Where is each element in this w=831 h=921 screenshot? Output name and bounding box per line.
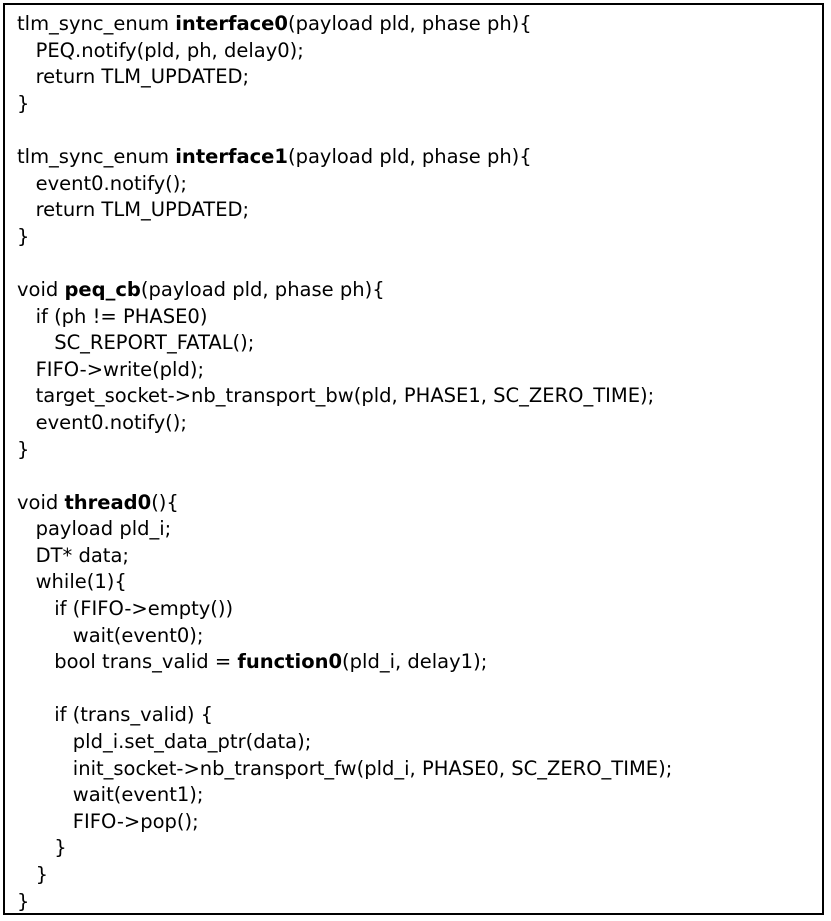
code-text: while(1){ bbox=[17, 570, 127, 594]
code-text: event0.notify(); bbox=[17, 410, 187, 434]
code-text: SC_REPORT_FATAL(); bbox=[17, 331, 255, 355]
code-line: event0.notify(); bbox=[17, 410, 822, 437]
blank-line bbox=[17, 117, 822, 144]
code-text: FIFO->pop(); bbox=[17, 809, 199, 833]
code-line: target_socket->nb_transport_bw(pld, PHAS… bbox=[17, 383, 822, 410]
code-line: if (trans_valid) { bbox=[17, 702, 822, 729]
code-line: return TLM_UPDATED; bbox=[17, 197, 822, 224]
blank-line bbox=[17, 463, 822, 490]
code-text: wait(event0); bbox=[17, 623, 204, 647]
code-line: wait(event0); bbox=[17, 623, 822, 650]
code-text: DT* data; bbox=[17, 543, 129, 567]
code-line: pld_i.set_data_ptr(data); bbox=[17, 729, 822, 756]
code-text: } bbox=[17, 91, 30, 115]
code-text: (){ bbox=[151, 490, 179, 514]
code-text: init_socket->nb_transport_fw(pld_i, PHAS… bbox=[17, 756, 673, 780]
code-line: tlm_sync_enum interface0(payload pld, ph… bbox=[17, 11, 822, 38]
code-line: if (ph != PHASE0) bbox=[17, 304, 822, 331]
code-line: void thread0(){ bbox=[17, 490, 822, 517]
code-line: DT* data; bbox=[17, 543, 822, 570]
code-line: tlm_sync_enum interface1(payload pld, ph… bbox=[17, 144, 822, 171]
code-line: } bbox=[17, 889, 822, 916]
code-text: wait(event1); bbox=[17, 783, 204, 807]
code-listing-frame: tlm_sync_enum interface0(payload pld, ph… bbox=[3, 3, 824, 915]
blank-line bbox=[17, 676, 822, 703]
code-text: (payload pld, phase ph){ bbox=[140, 277, 385, 301]
code-text: (payload pld, phase ph){ bbox=[287, 12, 532, 35]
code-line: } bbox=[17, 91, 822, 118]
code-text: if (ph != PHASE0) bbox=[17, 304, 208, 328]
code-line: } bbox=[17, 224, 822, 251]
code-text: } bbox=[17, 863, 49, 886]
code-line: FIFO->write(pld); bbox=[17, 357, 822, 384]
code-text: return TLM_UPDATED; bbox=[17, 65, 250, 89]
code-text: PEQ.notify(pld, ph, delay0); bbox=[17, 38, 304, 62]
code-text: tlm_sync_enum bbox=[17, 12, 176, 35]
code-identifier-bold: interface0 bbox=[175, 12, 288, 35]
code-identifier-bold: peq_cb bbox=[64, 277, 141, 301]
code-identifier-bold: thread0 bbox=[64, 490, 152, 514]
code-line: payload pld_i; bbox=[17, 516, 822, 543]
code-line: void peq_cb(payload pld, phase ph){ bbox=[17, 277, 822, 304]
code-text: } bbox=[17, 889, 30, 913]
code-line: init_socket->nb_transport_fw(pld_i, PHAS… bbox=[17, 756, 822, 783]
code-line: return TLM_UPDATED; bbox=[17, 64, 822, 91]
code-line: SC_REPORT_FATAL(); bbox=[17, 330, 822, 357]
code-line: } bbox=[17, 862, 822, 889]
code-text: event0.notify(); bbox=[17, 171, 187, 195]
code-line: bool trans_valid = function0(pld_i, dela… bbox=[17, 649, 822, 676]
code-line: while(1){ bbox=[17, 569, 822, 596]
code-text: if (trans_valid) { bbox=[17, 703, 214, 727]
code-text: payload pld_i; bbox=[17, 517, 172, 541]
code-text: bool trans_valid = bbox=[17, 650, 238, 674]
blank-line bbox=[17, 250, 822, 277]
code-text: target_socket->nb_transport_bw(pld, PHAS… bbox=[17, 384, 655, 408]
code-text: FIFO->write(pld); bbox=[17, 357, 205, 381]
code-text: } bbox=[17, 224, 30, 248]
code-line: } bbox=[17, 835, 822, 862]
code-line: FIFO->pop(); bbox=[17, 809, 822, 836]
code-text: } bbox=[17, 836, 67, 860]
code-text: (payload pld, phase ph){ bbox=[287, 144, 532, 168]
code-identifier-bold: function0 bbox=[237, 650, 343, 674]
code-line: event0.notify(); bbox=[17, 171, 822, 198]
code-line: if (FIFO->empty()) bbox=[17, 596, 822, 623]
code-text: void bbox=[17, 277, 65, 301]
code-text: void bbox=[17, 490, 65, 514]
code-line: PEQ.notify(pld, ph, delay0); bbox=[17, 38, 822, 65]
code-line: wait(event1); bbox=[17, 782, 822, 809]
code-line: } bbox=[17, 437, 822, 464]
code-text: return TLM_UPDATED; bbox=[17, 198, 250, 222]
code-text: tlm_sync_enum bbox=[17, 144, 176, 168]
code-text: } bbox=[17, 437, 30, 461]
code-identifier-bold: interface1 bbox=[175, 144, 288, 168]
code-text: if (FIFO->empty()) bbox=[17, 597, 234, 621]
code-text: (pld_i, delay1); bbox=[342, 650, 488, 674]
code-text: pld_i.set_data_ptr(data); bbox=[17, 730, 312, 754]
code-listing: tlm_sync_enum interface0(payload pld, ph… bbox=[17, 11, 822, 915]
